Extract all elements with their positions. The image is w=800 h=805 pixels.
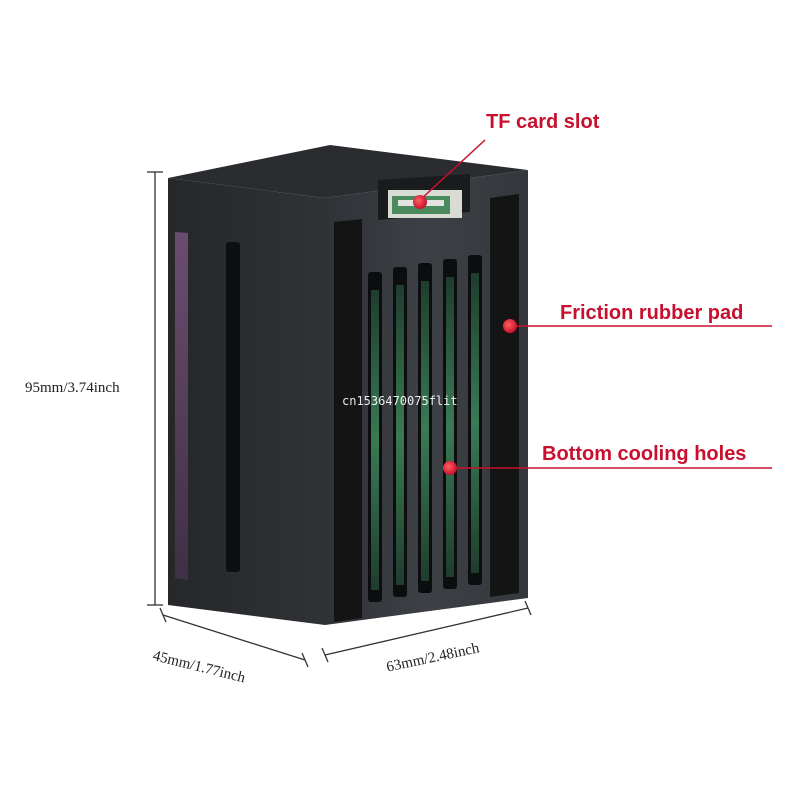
side-slot xyxy=(226,242,240,572)
friction-pad-right xyxy=(490,194,519,597)
width-dimension-line xyxy=(321,600,532,663)
friction-pad-label: Friction rubber pad xyxy=(560,302,744,324)
tf-slot-leader xyxy=(419,139,486,201)
case-side-edge xyxy=(175,232,188,580)
tf-card-slot-label: TF card slot xyxy=(486,111,600,133)
tf-slot-marker xyxy=(413,195,427,209)
friction-pad-left xyxy=(334,219,362,622)
watermark: cn1536470075flit xyxy=(342,394,458,408)
cooling-slots xyxy=(368,255,482,602)
case-side xyxy=(168,178,325,625)
cooling-holes-marker xyxy=(443,461,457,475)
case-top xyxy=(168,145,528,198)
height-dimension-label: 95mm/3.74inch xyxy=(25,380,120,396)
friction-pad-marker xyxy=(503,319,517,333)
cooling-holes-label: Bottom cooling holes xyxy=(542,443,747,465)
height-dimension-line xyxy=(147,171,163,606)
depth-dimension-line xyxy=(159,607,309,668)
